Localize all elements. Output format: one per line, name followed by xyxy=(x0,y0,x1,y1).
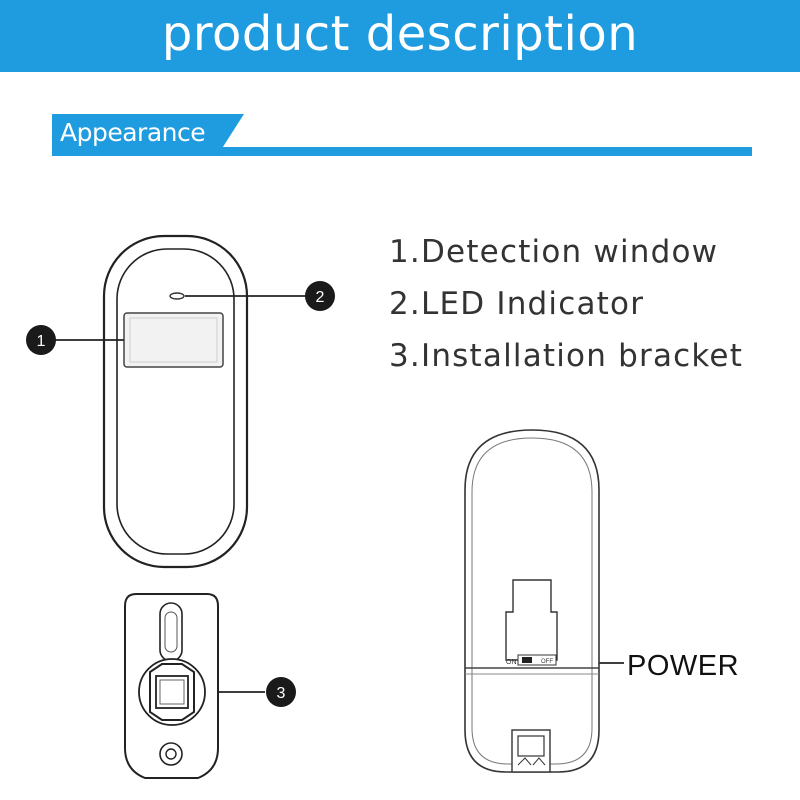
callout-badge-2: 2 xyxy=(305,281,335,311)
feature-item-led-indicator: 2.LED Indicator xyxy=(389,286,645,322)
front-view-sensor xyxy=(102,234,249,569)
header-banner: product description xyxy=(0,0,800,72)
svg-text:3: 3 xyxy=(277,685,286,702)
power-label: POWER xyxy=(627,650,740,682)
installation-bracket xyxy=(124,593,219,779)
back-view-sensor: ON OFF xyxy=(464,429,600,773)
screw-hole xyxy=(159,742,183,766)
led-indicator-dot xyxy=(169,292,185,300)
feature-list: 1.Detection window 2.LED Indicator 3.Ins… xyxy=(389,232,743,388)
section-divider xyxy=(52,147,752,156)
svg-text:2: 2 xyxy=(316,289,325,306)
power-switch xyxy=(517,654,557,666)
page-title: product description xyxy=(161,6,639,62)
detection-window xyxy=(123,312,224,368)
feature-item-detection-window: 1.Detection window xyxy=(389,234,719,270)
svg-text:OFF: OFF xyxy=(541,659,553,665)
svg-text:1: 1 xyxy=(37,333,46,350)
callout-badge-3: 3 xyxy=(266,677,296,707)
section-label: Appearance xyxy=(60,118,206,147)
callout-badge-1: 1 xyxy=(26,325,56,355)
section-tag xyxy=(52,114,244,156)
svg-text:ON: ON xyxy=(506,659,517,666)
feature-item-installation-bracket: 3.Installation bracket xyxy=(389,338,744,374)
